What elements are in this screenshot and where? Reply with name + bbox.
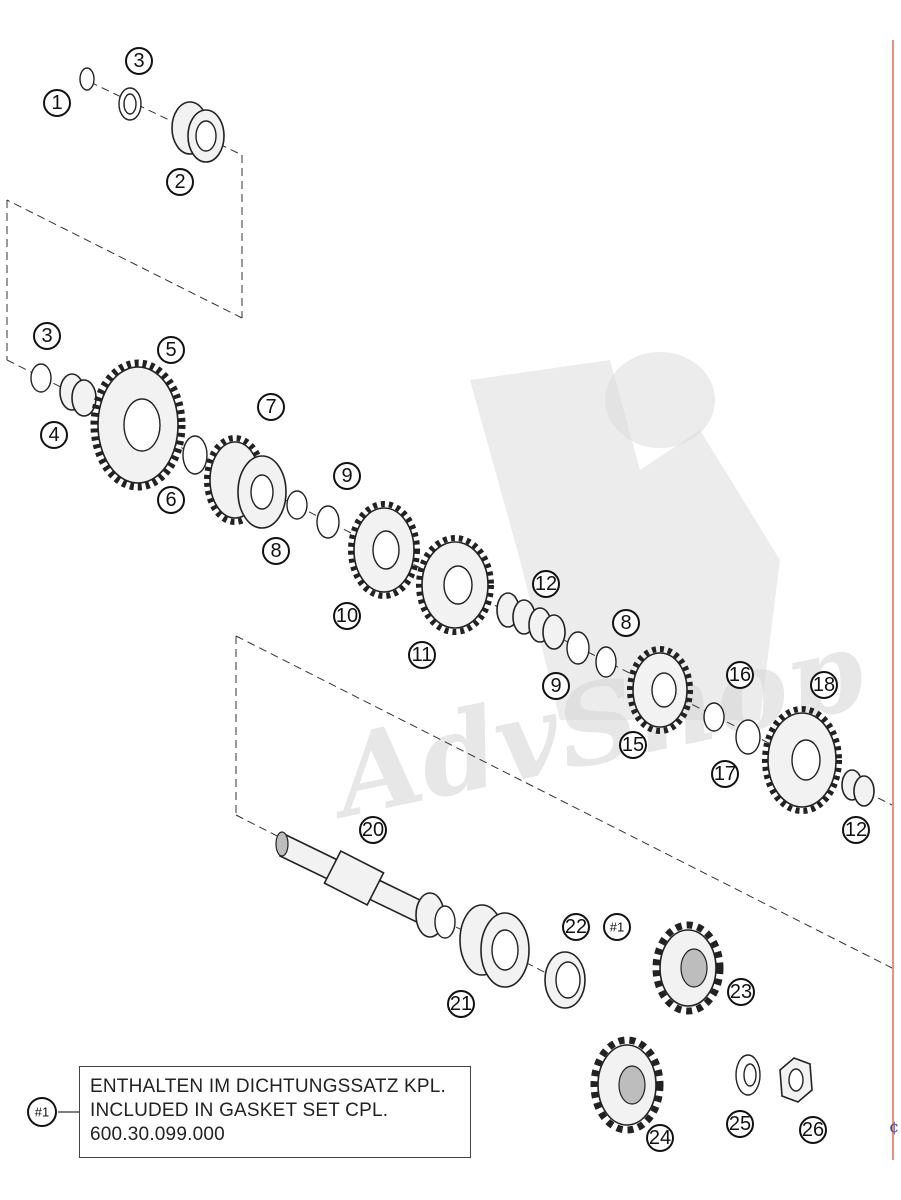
svg-text:9: 9 xyxy=(550,675,561,697)
svg-text:24: 24 xyxy=(649,1127,671,1149)
circlip-16 xyxy=(703,702,725,732)
callout-6: 6 xyxy=(157,486,185,514)
svg-text:10: 10 xyxy=(336,605,358,627)
circlip-8b xyxy=(595,646,617,678)
callout-20: 20 xyxy=(359,816,387,844)
callout-3: 3 xyxy=(33,322,61,350)
needle-bearing-12 xyxy=(496,592,566,650)
washer-3 xyxy=(30,363,52,393)
svg-text:26: 26 xyxy=(802,1119,824,1141)
gear-7 xyxy=(204,435,287,529)
callout-10: 10 xyxy=(333,602,361,630)
callout-22: 22 xyxy=(562,913,590,941)
callout-12: 12 xyxy=(532,570,560,598)
callout-7: 7 xyxy=(257,393,285,421)
svg-text:21: 21 xyxy=(450,993,472,1015)
callout-2: 2 xyxy=(166,168,194,196)
svg-text:23: 23 xyxy=(730,981,752,1003)
svg-text:9: 9 xyxy=(341,465,352,487)
svg-text:12: 12 xyxy=(845,819,867,841)
needle-bearing-12b xyxy=(841,769,875,807)
edge-mark: ¢ xyxy=(889,1117,899,1136)
washer-9 xyxy=(316,505,340,539)
callout-9b: 9 xyxy=(542,672,570,700)
callout-16: 16 xyxy=(726,661,754,689)
gear-5 xyxy=(90,359,186,491)
svg-text:5: 5 xyxy=(165,339,176,361)
callout-24: 24 xyxy=(646,1124,674,1152)
washer-3-top xyxy=(118,87,142,121)
svg-text:7: 7 xyxy=(265,396,276,418)
callout-21: 21 xyxy=(447,990,475,1018)
callout-25: 25 xyxy=(726,1110,754,1138)
sprocket-24 xyxy=(590,1036,664,1134)
svg-text:22: 22 xyxy=(565,916,587,938)
svg-text:25: 25 xyxy=(729,1113,751,1135)
svg-text:1: 1 xyxy=(51,92,62,114)
note-line-german: ENTHALTEN IM DICHTUNGSSATZ KPL. xyxy=(90,1076,446,1097)
svg-text:20: 20 xyxy=(362,819,384,841)
circlip-8 xyxy=(286,490,308,520)
callout-23: 23 xyxy=(727,978,755,1006)
needle-bearing-4 xyxy=(59,373,97,417)
washer-9b xyxy=(566,631,590,665)
callout-12b: 12 xyxy=(842,816,870,844)
svg-text:17: 17 xyxy=(714,763,736,785)
svg-text:16: 16 xyxy=(729,664,751,686)
callout-8: 8 xyxy=(262,537,290,565)
callout-8b: 8 xyxy=(612,609,640,637)
gasket-set-note: ENTHALTEN IM DICHTUNGSSATZ KPL. INCLUDED… xyxy=(79,1066,471,1158)
gear-15 xyxy=(627,646,693,734)
callout-17: 17 xyxy=(711,760,739,788)
callout-note-ref-1: #1 xyxy=(27,1097,57,1127)
svg-text:15: 15 xyxy=(622,734,644,756)
callout-ref-1: #1 xyxy=(603,913,631,941)
bearing-2 xyxy=(171,101,225,163)
gear-11 xyxy=(416,535,494,635)
svg-text:4: 4 xyxy=(48,424,59,446)
svg-text:3: 3 xyxy=(133,50,144,72)
svg-text:6: 6 xyxy=(165,489,176,511)
washer-17 xyxy=(735,719,761,755)
callout-11: 11 xyxy=(408,641,436,669)
gear-10 xyxy=(348,501,420,599)
callout-9: 9 xyxy=(333,462,361,490)
svg-text:8: 8 xyxy=(270,540,281,562)
callout-1: 1 xyxy=(43,89,71,117)
seal-22 xyxy=(544,951,586,1009)
circlip-1 xyxy=(79,67,95,91)
svg-text:18: 18 xyxy=(813,674,835,696)
svg-text:#1: #1 xyxy=(610,920,624,935)
gear-18 xyxy=(762,706,842,814)
callout-26: 26 xyxy=(799,1116,827,1144)
svg-text:12: 12 xyxy=(535,573,557,595)
sprocket-23 xyxy=(652,921,724,1015)
svg-text:8: 8 xyxy=(620,612,631,634)
note-part-number: 600.30.099.000 xyxy=(90,1124,225,1145)
svg-text:11: 11 xyxy=(412,644,433,666)
note-line-english: INCLUDED IN GASKET SET CPL. xyxy=(90,1100,389,1121)
callout-15: 15 xyxy=(619,731,647,759)
svg-text:2: 2 xyxy=(174,171,185,193)
callout-4: 4 xyxy=(40,421,68,449)
callout-18: 18 xyxy=(810,671,838,699)
svg-text:#1: #1 xyxy=(35,1105,49,1120)
bearing-21 xyxy=(459,904,530,988)
callout-5: 5 xyxy=(157,336,185,364)
washer-6 xyxy=(182,435,208,475)
lock-washer-25 xyxy=(735,1054,761,1096)
nut-26 xyxy=(779,1057,813,1103)
svg-text:3: 3 xyxy=(41,325,52,347)
callout-3-top: 3 xyxy=(125,47,153,75)
shaft-20 xyxy=(275,831,456,939)
